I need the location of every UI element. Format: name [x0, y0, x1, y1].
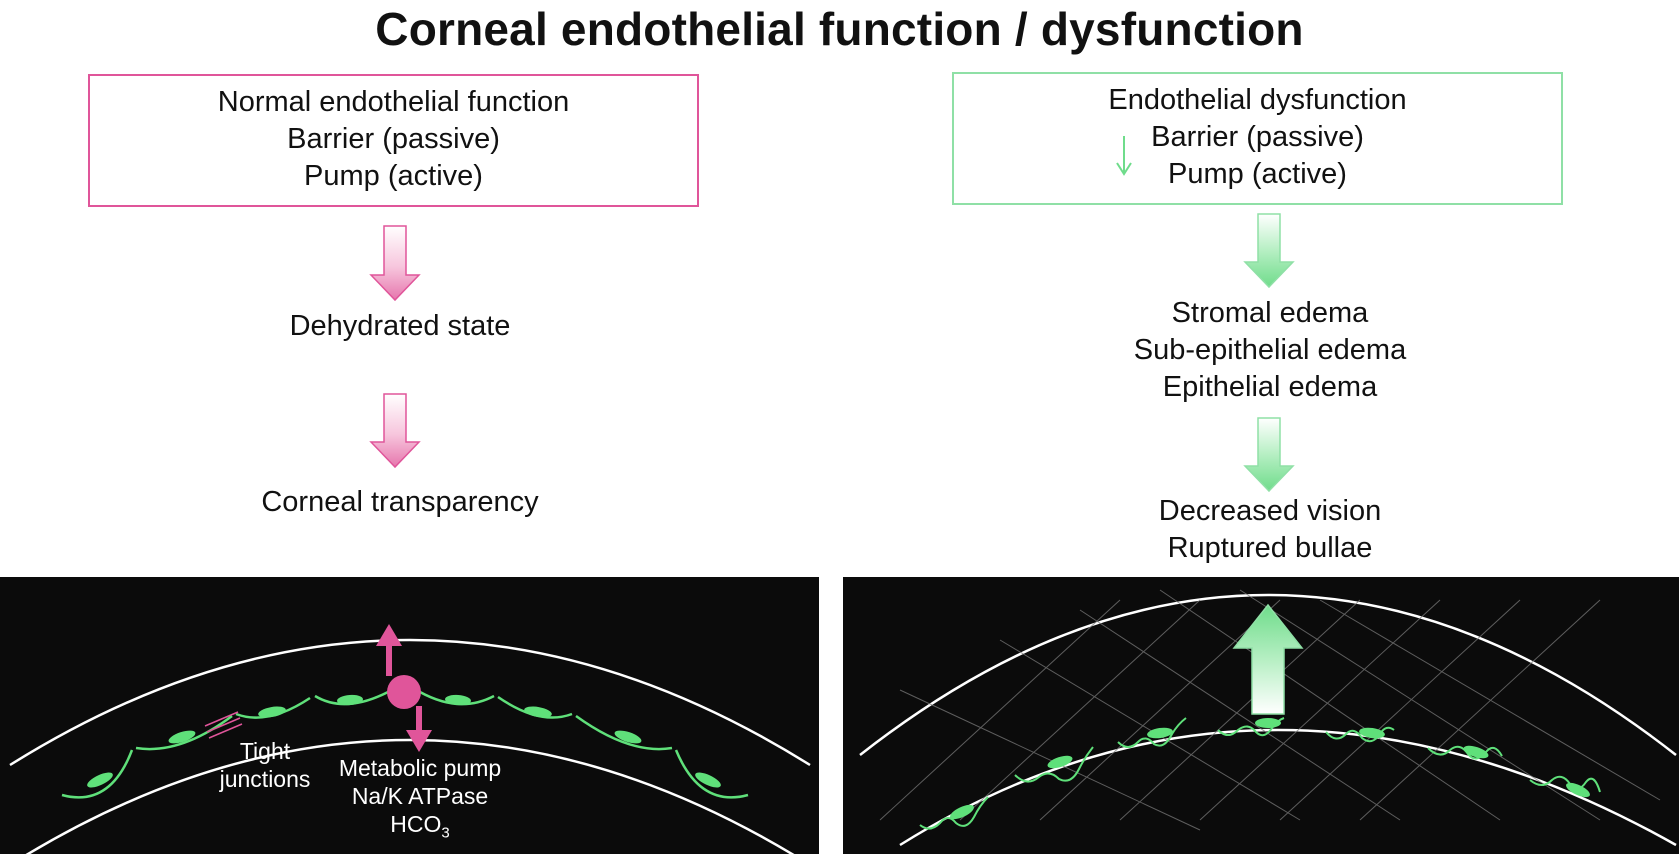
bicarbonate-label: HCO3: [390, 811, 450, 842]
corneal-transparency-label: Corneal transparency: [261, 486, 539, 518]
decreased-vision-label: Decreased vision: [1158, 495, 1382, 527]
normal-arrow-2: [369, 393, 421, 469]
outcome-list: Decreased vision Ruptured bullae: [1050, 493, 1490, 567]
dys-box-pump: Pump (active): [1168, 158, 1347, 190]
dys-box-barrier: Barrier (passive): [1151, 121, 1364, 153]
dysfunction-box: Endothelial dysfunction Barrier (passive…: [952, 72, 1563, 205]
tight-junctions-label: Tight junctions: [219, 738, 311, 792]
normal-box-barrier: Barrier (passive): [287, 123, 500, 155]
page-title: Corneal endothelial function / dysfuncti…: [375, 3, 1304, 55]
metabolic-pump-label: Metabolic pump Na/K ATPase HCO3: [320, 754, 520, 848]
swollen-endothelial-cells: [919, 717, 1601, 830]
tight-junction-marks: [204, 711, 243, 739]
normal-function-box: Normal endothelial function Barrier (pas…: [88, 74, 699, 207]
epithelial-edema-label: Epithelial edema: [1162, 371, 1378, 403]
normal-cornea-drawing: [9, 624, 811, 854]
normal-inner-surface: [25, 738, 795, 854]
normal-outer-surface: [9, 638, 811, 767]
normal-arrow-1: [369, 225, 421, 302]
metabolic-pump-icon: [376, 624, 432, 752]
normal-cornea-panel: [0, 577, 819, 854]
dys-arrow-1: [1243, 213, 1295, 289]
dys-inner-surface: [899, 728, 1677, 847]
normal-box-heading: Normal endothelial function: [217, 86, 570, 118]
dys-cornea-drawing: [859, 589, 1677, 847]
cell-nuclei: [87, 694, 721, 788]
dys-arrow-2: [1243, 417, 1295, 493]
dys-outer-surface: [859, 593, 1677, 756]
decrease-arrow-icon: [1116, 136, 1132, 176]
subepithelial-edema-label: Sub-epithelial edema: [1133, 334, 1407, 366]
edema-list: Stromal edema Sub-epithelial edema Epith…: [1050, 295, 1490, 406]
swollen-cell-nuclei: [950, 718, 1590, 820]
normal-box-pump: Pump (active): [304, 160, 483, 192]
edema-grid: [879, 589, 1661, 831]
dehydrated-state-label: Dehydrated state: [289, 310, 511, 342]
dys-box-heading: Endothelial dysfunction: [1108, 84, 1407, 116]
ruptured-bullae-label: Ruptured bullae: [1167, 532, 1373, 564]
fluid-influx-arrow: [1232, 603, 1304, 715]
stromal-edema-label: Stromal edema: [1171, 297, 1369, 329]
